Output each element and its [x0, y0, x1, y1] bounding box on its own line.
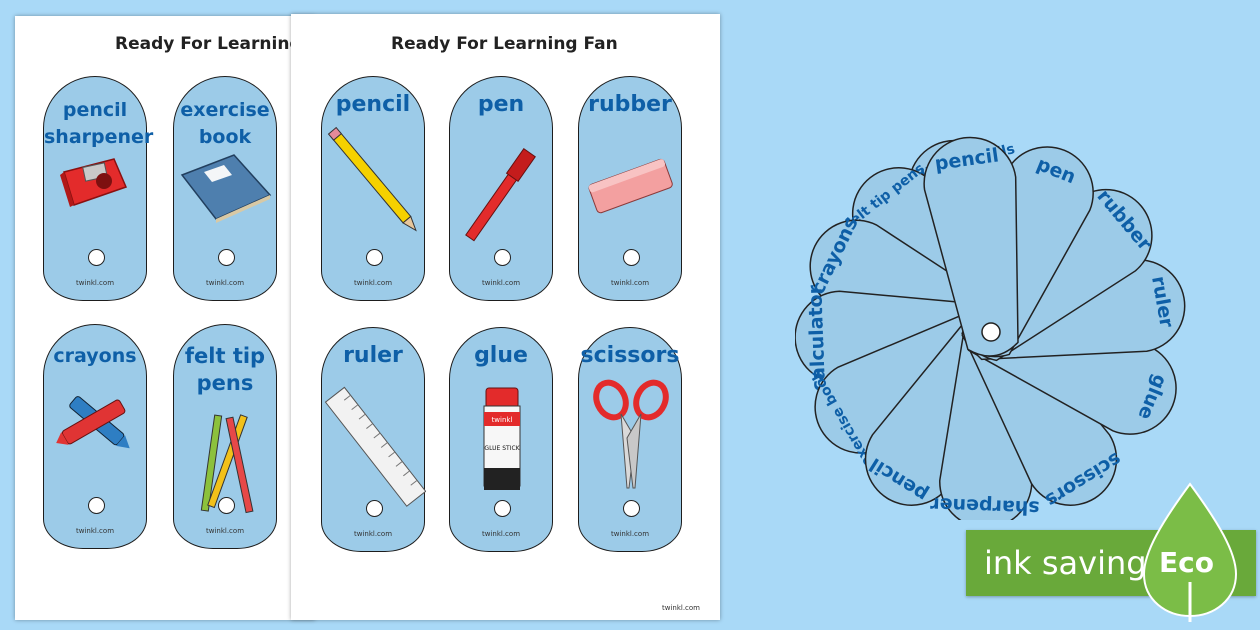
fan-petals: colouring pencilsfelt tip penscrayonscal…: [795, 136, 1186, 520]
sheet-title: Ready For Learning Fan: [391, 34, 618, 54]
worksheet-front: Ready For Learning Fan pencil twinkl.com…: [291, 14, 720, 620]
fan-petal: pencil: [923, 136, 1019, 357]
fan-card-rubber: rubber twinkl.com: [578, 76, 682, 301]
card-hole: [88, 497, 105, 514]
card-brand: twinkl.com: [205, 527, 245, 535]
fan-card-exercise-book: exercise book twinkl.com: [173, 76, 277, 301]
sheet-footer: twinkl.com: [661, 604, 700, 612]
fan-card-scissors: scissors twinkl.com: [578, 327, 682, 552]
card-label: pencil: [335, 92, 411, 117]
card-brand: twinkl.com: [481, 279, 521, 287]
card-hole: [366, 249, 383, 266]
card-brand: twinkl.com: [205, 279, 245, 287]
card-hole: [494, 249, 511, 266]
card-label: ruler: [343, 343, 403, 368]
glue-stick-text: GLUE STICK: [484, 445, 520, 452]
card-label: rubber: [588, 92, 672, 117]
card-label: exercise book: [180, 99, 270, 148]
card-hole: [623, 500, 640, 517]
card-hole: [218, 249, 235, 266]
ink-saving-text: ink saving: [984, 544, 1147, 582]
card-label: glue: [474, 343, 528, 368]
fan-card-crayons: crayons twinkl.com: [43, 324, 147, 549]
assembled-fan: colouring pencilsfelt tip penscrayonscal…: [795, 136, 1186, 520]
fan-card-pencil-sharpener: pencil sharpener twinkl.com: [43, 76, 154, 301]
card-brand: twinkl.com: [75, 527, 115, 535]
eco-text: Eco: [1159, 546, 1214, 579]
card-brand: twinkl.com: [353, 530, 393, 538]
card-brand: twinkl.com: [481, 530, 521, 538]
fan-petal-label: sharpener: [929, 493, 1040, 519]
card-label: felt tip pens: [184, 344, 266, 395]
card-label: crayons: [53, 345, 137, 367]
card-label: scissors: [580, 343, 680, 368]
card-brand: twinkl.com: [610, 530, 650, 538]
card-label: pencil sharpener: [44, 99, 154, 148]
card-brand: twinkl.com: [75, 279, 115, 287]
glue-brand-text: twinkl: [492, 416, 513, 424]
fan-petal-shape: [923, 136, 1019, 357]
card-brand: twinkl.com: [610, 279, 650, 287]
fan-petal-label: calculator: [804, 284, 830, 392]
card-hole: [218, 497, 235, 514]
card-brand: twinkl.com: [353, 279, 393, 287]
worksheet-back: Ready For Learning Fan pencil sharpener …: [15, 16, 315, 620]
card-hole: [494, 500, 511, 517]
card-hole: [366, 500, 383, 517]
card-hole: [88, 249, 105, 266]
card-hole: [623, 249, 640, 266]
fan-card-pen: pen twinkl.com: [449, 76, 553, 301]
fan-card-felt-tip-pens: felt tip pens twinkl.com: [173, 324, 277, 549]
fan-card-ruler: ruler twinkl.com: [321, 327, 426, 552]
eco-leaf-icon: [1142, 482, 1238, 622]
fan-card-pencil: pencil twinkl.com: [321, 76, 425, 301]
fan-pivot-hole: [981, 322, 1001, 342]
card-label: pen: [477, 92, 525, 117]
sheet-title: Ready For Learning Fan: [115, 34, 315, 54]
fan-card-glue: glue twinkl GLUE STICK twinkl.com: [449, 327, 553, 552]
